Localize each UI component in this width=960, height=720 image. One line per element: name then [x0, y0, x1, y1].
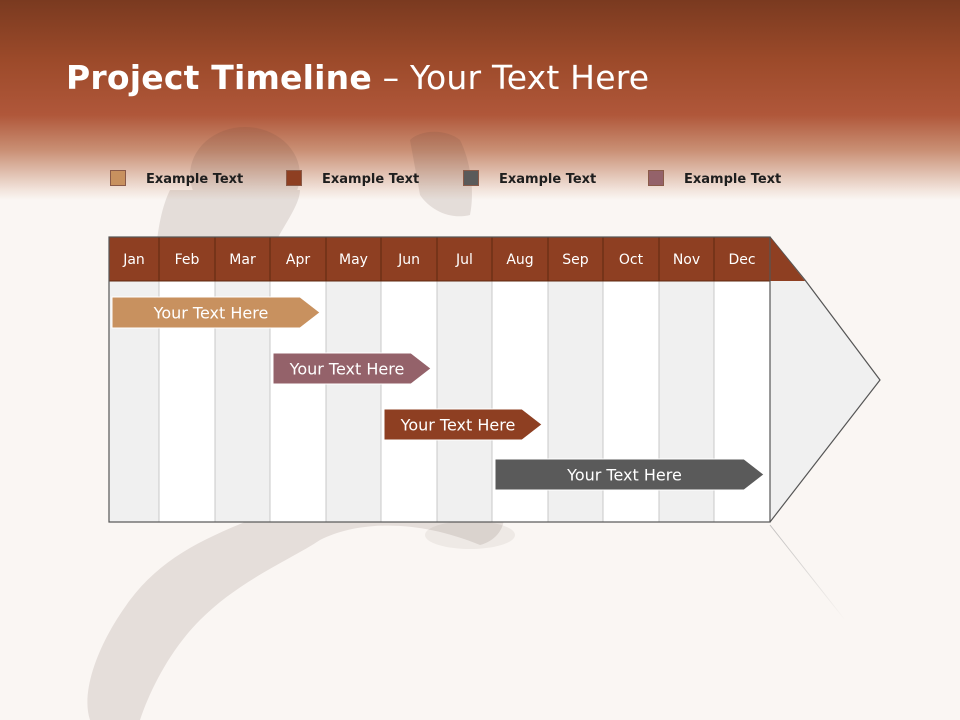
task-arrow	[383, 408, 543, 441]
month-label: Jan	[122, 252, 145, 268]
month-header-cell	[547, 236, 604, 282]
header-band	[0, 0, 960, 200]
task-label: Your Text Here	[400, 416, 516, 435]
timeline-frame	[108, 236, 771, 523]
month-label: Jul	[455, 252, 473, 268]
month-label: Nov	[673, 252, 700, 268]
legend-swatch	[648, 170, 664, 186]
task-arrow	[272, 352, 432, 385]
legend-label: Example Text	[146, 172, 244, 187]
legend-label: Example Text	[322, 172, 420, 187]
task-arrow	[494, 458, 765, 491]
month-label: Oct	[619, 252, 644, 268]
month-header-cell	[436, 236, 493, 282]
month-header-cell	[214, 236, 271, 282]
task-bar[interactable]: Your Text Here	[111, 296, 321, 329]
month-label: Mar	[229, 252, 256, 268]
header-arrow-tip	[770, 237, 805, 281]
month-label: Dec	[728, 252, 755, 268]
timeline-reflection	[108, 524, 846, 621]
month-column	[325, 280, 382, 523]
month-header-cell	[380, 236, 438, 282]
legend-label: Example Text	[684, 172, 782, 187]
month-header-cell	[108, 236, 160, 282]
month-label: Feb	[175, 252, 200, 268]
task-arrow	[111, 296, 321, 329]
task-label: Your Text Here	[153, 304, 269, 323]
month-label: Sep	[562, 252, 589, 268]
title-rest: – Your Text Here	[371, 58, 650, 97]
task-bar[interactable]: Your Text Here	[272, 352, 432, 385]
month-label: Aug	[506, 252, 533, 268]
timeline-arrow-outline	[769, 236, 881, 523]
page-title: Project Timeline – Your Text Here	[66, 58, 649, 97]
title-bold: Project Timeline	[66, 58, 372, 97]
task-label: Your Text Here	[289, 360, 405, 379]
task-bar[interactable]: Your Text Here	[494, 458, 765, 491]
month-label: May	[339, 252, 368, 268]
legend-swatch	[286, 170, 302, 186]
task-bar[interactable]: Your Text Here	[383, 408, 543, 441]
legend-swatch	[110, 170, 126, 186]
legend-label: Example Text	[499, 172, 597, 187]
month-column	[436, 280, 493, 523]
month-header-cell	[602, 236, 660, 282]
timeline-arrow-head	[770, 280, 880, 521]
month-header-cell	[269, 236, 327, 282]
month-label: Jun	[397, 252, 420, 268]
task-label: Your Text Here	[566, 466, 682, 485]
month-column	[380, 280, 438, 523]
legend-swatch	[463, 170, 479, 186]
month-label: Apr	[286, 252, 310, 268]
month-header-cell	[325, 236, 382, 282]
